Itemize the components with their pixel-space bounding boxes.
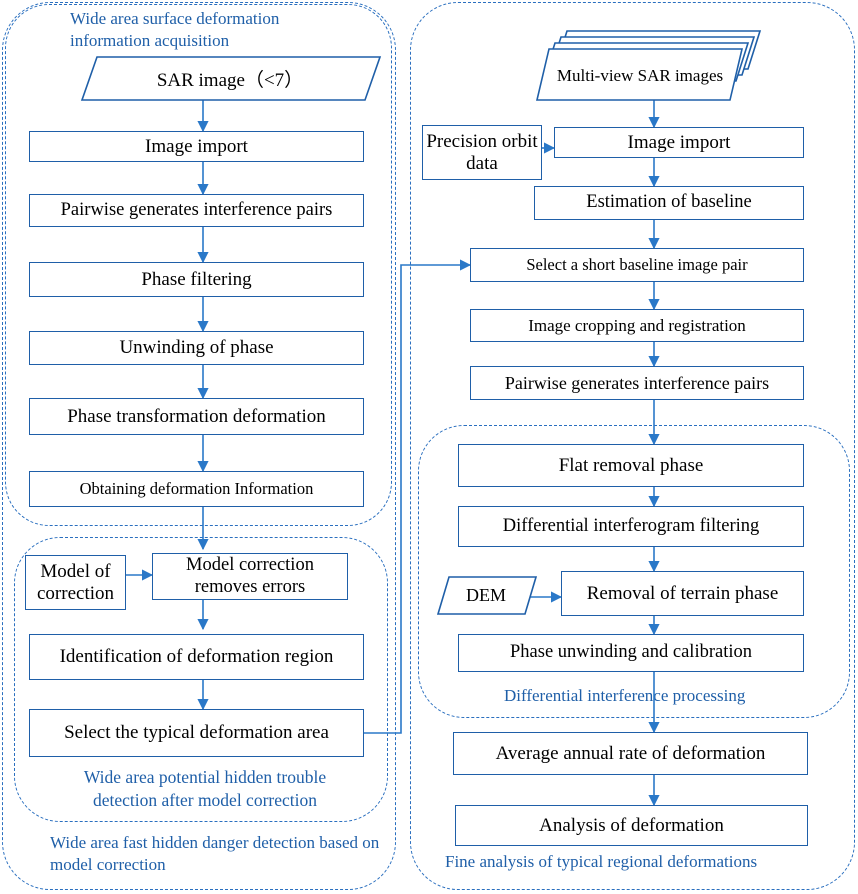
obtaining-info-box: Obtaining deformation Information [29, 471, 364, 507]
detection-region [14, 537, 388, 822]
dem-shape [436, 576, 538, 615]
differential-region [418, 425, 850, 718]
annual-rate-box: Average annual rate of deformation [453, 732, 808, 775]
analysis-box: Analysis of deformation [455, 805, 808, 846]
sar-image-input: SAR image（<7） [90, 57, 370, 100]
image-import-box-right: Image import [554, 127, 804, 158]
identification-box: Identification of deformation region [29, 634, 364, 680]
precision-orbit-box: Precision orbit data [422, 125, 542, 180]
image-import-box-left: Image import [29, 131, 364, 162]
diff-filtering-box: Differential interferogram filtering [458, 506, 804, 547]
cropping-registration-box: Image cropping and registration [470, 309, 804, 342]
sar-image-label: SAR image（<7） [156, 70, 304, 91]
pairwise-box-right: Pairwise generates interference pairs [470, 366, 804, 400]
unwinding-calibration-box: Phase unwinding and calibration [458, 634, 804, 672]
terrain-removal-box: Removal of terrain phase [561, 571, 804, 616]
select-short-baseline-box: Select a short baseline image pair [470, 248, 804, 282]
phase-filtering-box: Phase filtering [29, 262, 364, 297]
dem-input: DEM [440, 577, 532, 614]
differential-caption: Differential interference processing [504, 686, 746, 705]
right-outer-caption: Fine analysis of typical regional deform… [445, 852, 758, 871]
acquisition-region [5, 4, 392, 526]
detection-caption: Wide area potential hidden trouble detec… [83, 767, 327, 810]
right-outer-region [410, 2, 855, 890]
dem-label: DEM [466, 585, 506, 605]
model-correction-box: Model correction removes errors [152, 553, 348, 600]
acquisition-caption: Wide area surface deformation informatio… [70, 9, 280, 51]
flat-removal-box: Flat removal phase [458, 444, 804, 487]
model-of-correction-box: Model of correction [25, 555, 126, 610]
phase-transformation-box: Phase transformation deformation [29, 398, 364, 435]
multi-view-label: Multi-view SAR images [556, 66, 724, 86]
multi-view-shape [535, 48, 744, 101]
estimation-baseline-box: Estimation of baseline [534, 186, 804, 220]
pairwise-box-left: Pairwise generates interference pairs [29, 194, 364, 227]
unwinding-phase-box: Unwinding of phase [29, 331, 364, 365]
select-typical-box: Select the typical deformation area [29, 709, 364, 757]
left-outer-region [2, 2, 396, 890]
sar-image-shape [80, 56, 382, 101]
multi-view-sar-input: Multi-view SAR images [545, 52, 735, 100]
left-outer-caption: Wide area fast hidden danger detection b… [50, 833, 380, 875]
